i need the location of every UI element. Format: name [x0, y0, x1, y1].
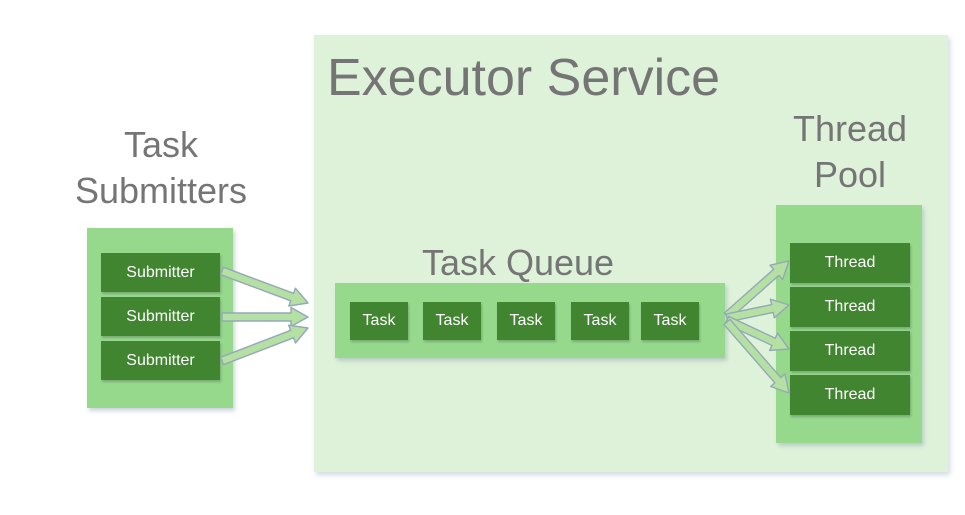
task-box: Task: [497, 302, 555, 340]
thread-pool-label: Thread Pool: [750, 106, 950, 198]
thread-pool-label-line1: Thread: [792, 108, 908, 149]
submitter-box: Submitter: [101, 341, 220, 380]
task-box: Task: [350, 302, 408, 340]
task-submitters-label-line2: Submitters: [74, 170, 248, 211]
submitter-box: Submitter: [101, 297, 220, 336]
submitter-box: Submitter: [101, 253, 220, 292]
task-submitters-label: Task Submitters: [61, 122, 261, 214]
thread-box: Thread: [790, 375, 910, 415]
task-box: Task: [641, 302, 699, 340]
arrow-submitter3-to-queue: [219, 324, 309, 366]
task-queue-label: Task Queue: [421, 242, 615, 283]
arrow-submitter1-to-queue: [219, 266, 309, 307]
thread-pool-label-line2: Pool: [813, 154, 887, 195]
executor-service-title: Executor Service: [327, 49, 721, 107]
task-box: Task: [571, 302, 629, 340]
thread-box: Thread: [790, 331, 910, 371]
thread-box: Thread: [790, 243, 910, 283]
arrow-submitter2-to-queue: [221, 306, 309, 328]
thread-box: Thread: [790, 287, 910, 327]
task-submitters-label-line1: Task: [123, 124, 199, 165]
task-box: Task: [423, 302, 481, 340]
